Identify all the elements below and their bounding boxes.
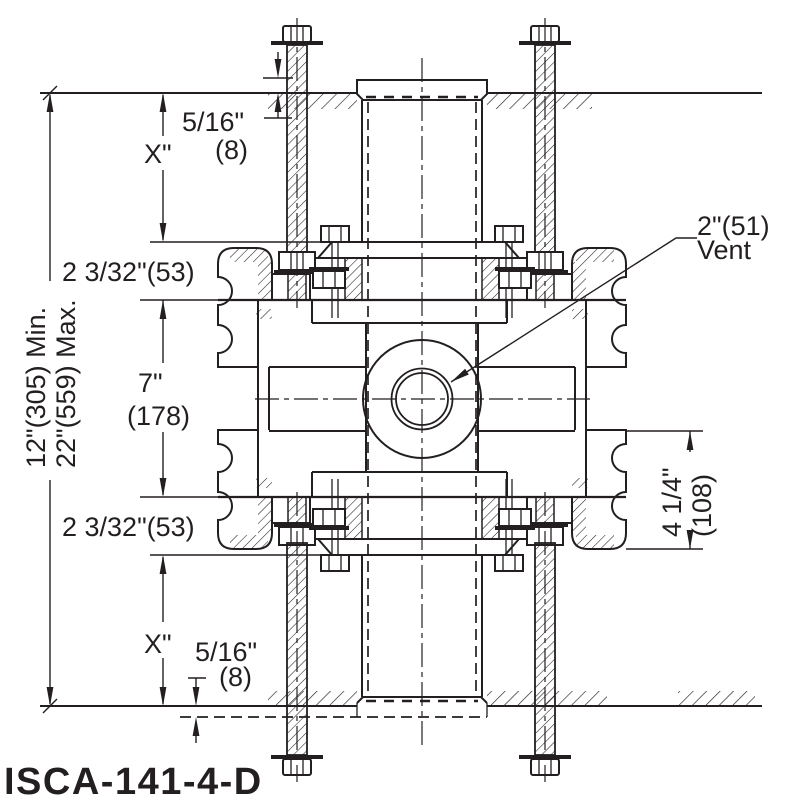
vent-boss [362,339,482,459]
dimension-overall [42,85,58,714]
vent-word-label: Vent [697,235,752,265]
anchor-bolt-bottom-left [271,492,323,782]
dim-body-inches: 7" [138,368,163,398]
hidden-bore-lines [367,102,477,697]
anchor-bolt-top-right [519,18,571,308]
dim-overall-min-label: 12"(305) Min. [21,307,51,468]
dim-top-exposure-mm: (8) [215,135,248,165]
grade-hatching [268,94,755,706]
dim-upper-flange: 2 3/32"(53) [62,257,195,287]
dim-side-mm: (108) [687,474,717,537]
dim-top-adjust: X" [144,139,172,169]
anchor-bolt-bottom-right [519,492,571,782]
dim-bottom-exposure-mm: (8) [219,662,252,692]
stud-bolt-top-right [494,225,535,318]
stud-bolt-top-left [309,225,350,318]
dimension-chain-left [159,93,167,706]
anchor-bolt-top-left [271,18,323,308]
dimension-right-flange [626,430,703,550]
right-flange [571,247,627,550]
dimension-top-exposure [263,52,293,119]
dim-overall-max-label: 22"(559) Max. [51,299,81,468]
dim-bottom-exposure-inches: 5/16" [195,637,257,667]
centerlines [255,58,590,745]
dimension-bottom-exposure [188,677,206,743]
dim-body-mm: (178) [127,401,190,431]
vent-leader [449,237,697,385]
dim-bottom-adjust: X" [144,629,172,659]
dim-side-inches: 4 1/4" [657,467,687,537]
stud-bolt-bottom-left [309,479,350,572]
body [256,300,588,497]
dim-top-exposure-inches: 5/16" [182,107,244,137]
stud-bolt-bottom-right [494,479,535,572]
vent-size-label: 2"(51) [697,211,770,241]
drawing-title: ISCA-141-4-D [4,761,263,800]
flange-joint-lines [140,298,626,499]
left-flange [217,247,273,550]
dim-lower-flange: 2 3/32"(53) [62,512,195,542]
